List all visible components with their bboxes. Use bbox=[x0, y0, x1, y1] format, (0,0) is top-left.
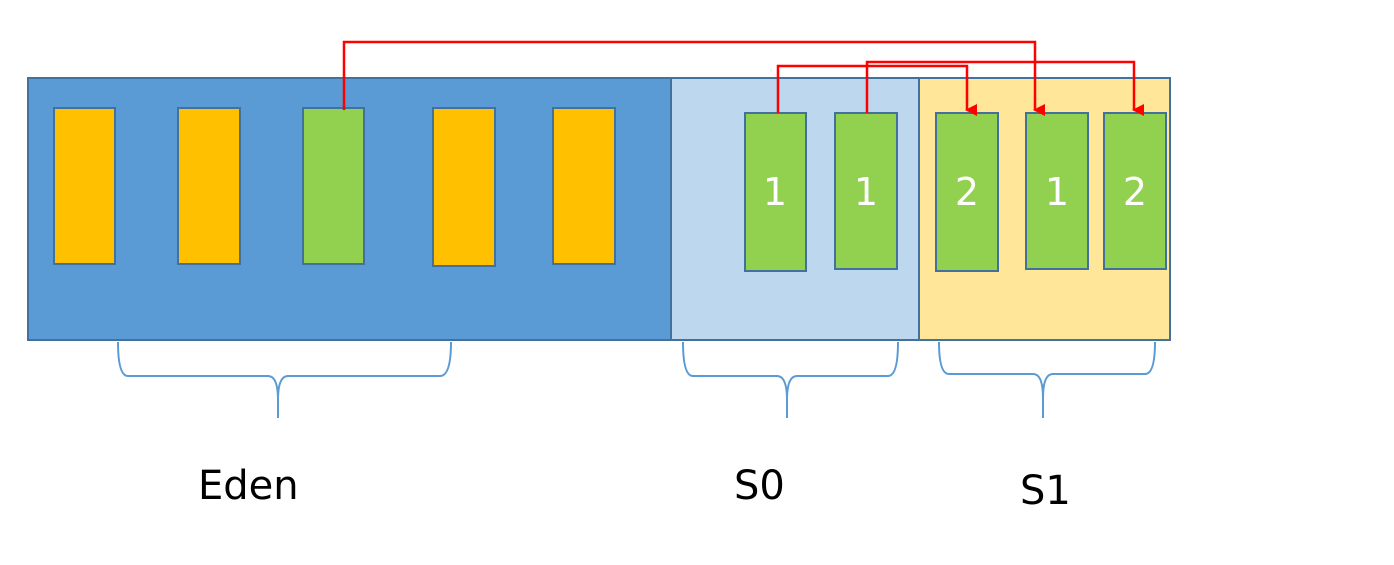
eden-dead-object bbox=[552, 107, 616, 265]
eden-dead-object bbox=[432, 107, 496, 267]
s1-object-age: 2 bbox=[1123, 170, 1147, 214]
s1-brace bbox=[938, 341, 1156, 418]
s1-object-age: 2 bbox=[955, 170, 979, 214]
s0-object-age: 1 bbox=[854, 170, 878, 214]
copy-arrow-eden-to-s1 bbox=[342, 40, 1045, 116]
s1-live-object bbox=[1103, 112, 1167, 270]
s1-label: S1 bbox=[1020, 468, 1071, 514]
s0-live-object bbox=[744, 112, 807, 272]
s0-object-age: 1 bbox=[763, 170, 787, 214]
s0-label: S0 bbox=[734, 463, 785, 509]
eden-dead-object bbox=[177, 107, 241, 265]
eden-live-object bbox=[302, 107, 365, 265]
copy-arrow-s0-to-s1 bbox=[865, 60, 1144, 116]
eden-dead-object bbox=[53, 107, 116, 265]
s1-live-object bbox=[935, 112, 999, 272]
s1-live-object bbox=[1025, 112, 1089, 270]
s1-object-age: 1 bbox=[1045, 170, 1069, 214]
eden-label: Eden bbox=[198, 463, 299, 509]
eden-brace bbox=[117, 341, 452, 418]
s0-brace bbox=[682, 341, 899, 418]
copy-arrow-s0-to-s1 bbox=[776, 64, 977, 116]
